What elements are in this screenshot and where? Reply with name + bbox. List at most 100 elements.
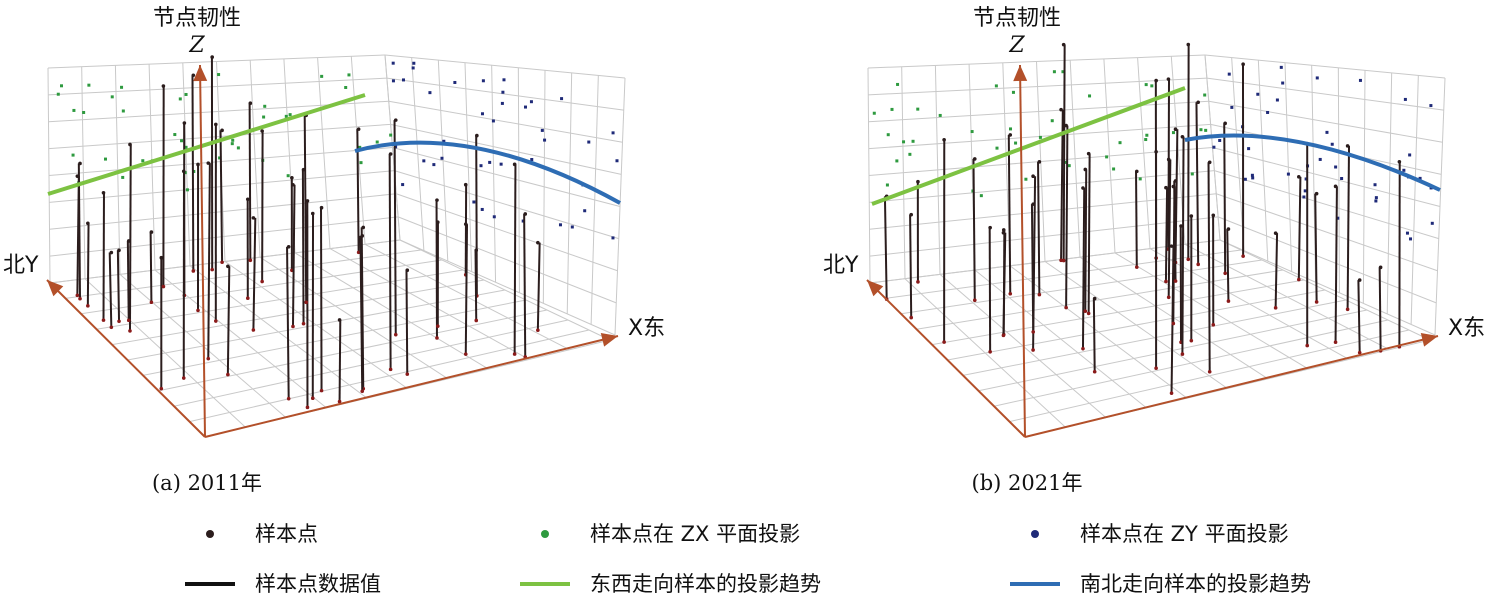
zx-projection-point <box>184 145 188 149</box>
zy-projection-point <box>491 119 495 123</box>
zx-projection-point <box>890 107 894 111</box>
zy-projection-point <box>587 140 591 144</box>
zy-projection-point <box>492 215 496 219</box>
zx-projection-point <box>231 138 235 142</box>
wall-gridline <box>869 193 1217 230</box>
zx-projection-point <box>60 84 64 88</box>
zy-projection-point <box>412 61 416 65</box>
sample-base-point <box>1211 323 1216 327</box>
sample-value-line <box>303 115 308 303</box>
wall-gridline <box>49 216 399 257</box>
sample-point <box>245 197 250 202</box>
wall-gridline <box>869 216 1219 257</box>
wall-gridline <box>399 239 616 336</box>
sample-value-line <box>1346 145 1351 310</box>
zx-projection-point <box>979 194 983 198</box>
zx-projection-point <box>872 111 876 115</box>
sample-base-point <box>301 321 306 326</box>
wall-gridline <box>1204 54 1446 79</box>
sample-point <box>126 239 131 243</box>
sample-point <box>1086 151 1091 156</box>
zy-projection-point <box>524 105 528 109</box>
zy-projection-point <box>1403 97 1407 101</box>
zx-projection-point <box>178 97 182 101</box>
zy-projection-point <box>1408 153 1412 157</box>
sample-point <box>310 211 315 216</box>
y-axis-label: 北Y <box>3 253 39 278</box>
sample-base-point <box>1008 291 1013 296</box>
zx-projection-point <box>1061 70 1065 74</box>
sample-base-point <box>1061 258 1066 263</box>
zx-projection-point <box>1190 172 1194 176</box>
sample-base-point <box>1037 292 1042 297</box>
sample-point <box>536 240 540 245</box>
sample-base-point <box>1083 309 1088 313</box>
sample-value-line <box>388 153 392 370</box>
sample-point <box>220 128 224 133</box>
wall-gridline <box>49 193 397 230</box>
zy-projection-point <box>401 78 405 82</box>
sample-base-point <box>210 267 214 272</box>
sample-base-point <box>1166 295 1171 300</box>
legend-label: 样本点在 ZX 平面投影 <box>590 522 800 546</box>
sample-point <box>1134 169 1139 174</box>
zx-projection-point <box>87 83 91 87</box>
zy-projection-point <box>1402 168 1406 172</box>
zx-projection-point <box>358 145 362 149</box>
sample-value-line <box>1195 102 1200 265</box>
sample-value-line <box>356 129 360 253</box>
sample-base-point <box>149 300 154 305</box>
sample-value-line <box>1030 204 1035 332</box>
sample-point <box>1314 191 1319 196</box>
zy-projection-point <box>442 139 446 143</box>
sample-value-line <box>1173 180 1177 282</box>
sample-base-point <box>1196 262 1200 267</box>
zy-projection-point <box>480 112 484 116</box>
z-axis <box>199 64 206 438</box>
sample-value-line <box>474 250 478 321</box>
zy-projection-point <box>1227 72 1231 76</box>
zy-projection-points <box>1212 65 1434 241</box>
zx-projection-point <box>141 159 145 163</box>
zx-projection-point <box>1011 90 1015 94</box>
zy-projection-point <box>583 209 587 213</box>
sample-base-point <box>75 293 80 298</box>
sample-value-line <box>1167 159 1172 298</box>
zy-projection-point <box>479 164 483 168</box>
sample-value-line <box>1334 186 1338 343</box>
sample-base-point <box>1001 333 1006 338</box>
wall-gridline <box>1206 77 1444 111</box>
sample-point <box>214 122 218 127</box>
zy-projection-point <box>472 200 476 204</box>
sample-value-line <box>76 176 80 296</box>
wall-gridline <box>386 77 624 111</box>
y-axis <box>866 279 1026 438</box>
sample-value-line <box>1081 188 1086 349</box>
sample-base-point <box>1273 306 1278 310</box>
sample-point <box>1241 62 1245 67</box>
sample-value-line <box>1065 125 1069 308</box>
wall-gridline <box>868 100 1209 123</box>
sample-point <box>435 220 440 225</box>
zy-projection-point <box>1318 157 1322 161</box>
sample-point <box>1207 160 1212 165</box>
sample-value-line <box>1007 134 1012 294</box>
z-title: 节点韧性 <box>973 6 1061 31</box>
ns-trend-line <box>1184 133 1441 192</box>
legend-item: 南北走向样本的投影趋势 <box>1010 572 1311 596</box>
legend: 样本点样本点在 ZX 平面投影样本点在 ZY 平面投影样本点数据值东西走向样本的… <box>185 522 1311 596</box>
sample-base-point <box>1305 343 1310 348</box>
zy-projection-point <box>1266 110 1270 114</box>
sample-point <box>1037 160 1042 164</box>
sample-base-point <box>305 405 310 410</box>
sample-base-point <box>1186 257 1191 262</box>
sample-point <box>161 84 166 88</box>
zy-projection-point <box>1430 221 1434 225</box>
zy-projection-point <box>560 97 564 101</box>
sample-base-point <box>109 325 114 330</box>
floor-gridline <box>1219 239 1431 341</box>
zy-projection-point <box>529 100 533 104</box>
sample-base-point <box>1171 321 1176 326</box>
sample-base-point <box>972 298 977 303</box>
zx-projection-point <box>970 130 974 134</box>
